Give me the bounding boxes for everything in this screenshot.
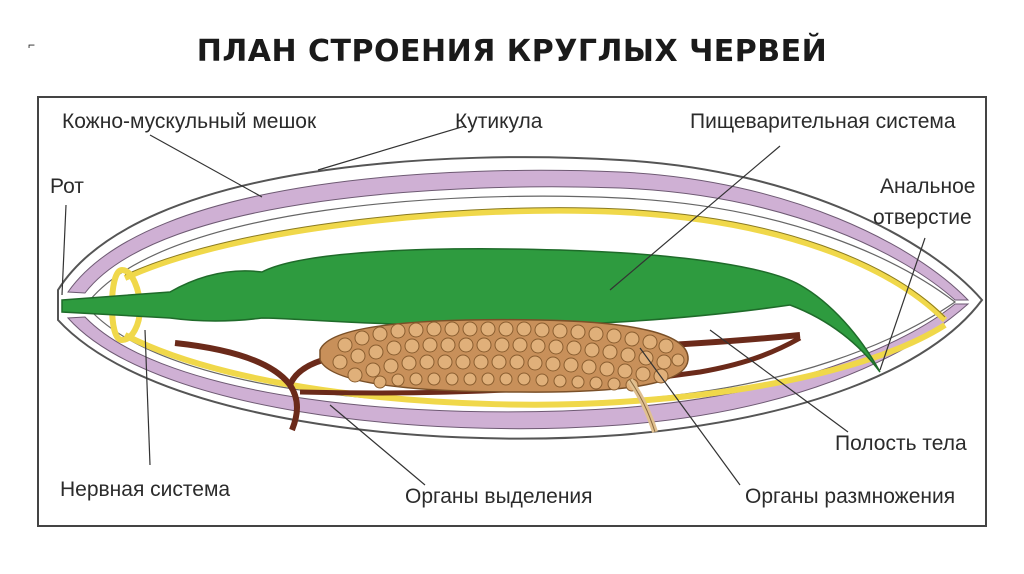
leader-skin-muscle [150,135,262,197]
label-anal-opening-line1: Анальное [880,175,975,198]
label-reproductive-organs: Органы размножения [745,485,955,508]
label-nervous-system: Нервная система [60,478,230,501]
label-excretory-organs: Органы выделения [405,485,593,508]
label-body-cavity: Полость тела [835,432,967,455]
label-mouth: Рот [50,175,84,198]
label-digestive-system: Пищеварительная система [690,110,956,133]
label-skin-muscle-sac: Кожно-мускульный мешок [62,110,316,133]
label-cuticle: Кутикула [455,110,542,133]
label-anal-opening-line2: отверстие [873,206,972,229]
